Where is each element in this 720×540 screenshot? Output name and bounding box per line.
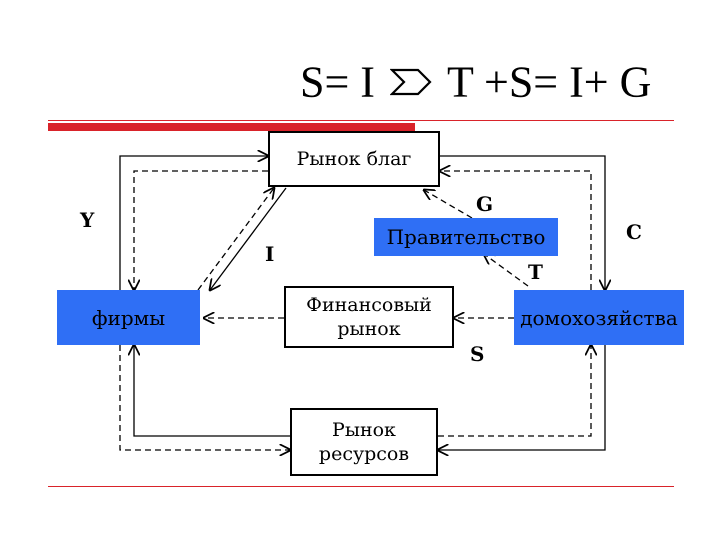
node-resource-market-line2: ресурсов <box>318 443 410 465</box>
label-G: G <box>476 192 494 216</box>
node-financial-market-line2: рынок <box>337 318 401 340</box>
node-resource-market-line1: Рынок <box>332 419 396 441</box>
equation-left: S= I <box>300 57 375 107</box>
title-divider-line <box>48 120 674 121</box>
arrow-goods-to-firms-inner <box>134 170 268 290</box>
node-government-label: Правительство <box>386 225 546 249</box>
arrow-goods-to-households-outer <box>440 155 605 290</box>
node-firms: фирмы <box>57 290 200 345</box>
sum-arrow-icon <box>389 68 432 96</box>
label-C: C <box>626 220 642 244</box>
node-households: домохозяйства <box>514 290 684 345</box>
node-resource-market: Рынок ресурсов <box>290 408 438 476</box>
label-S: S <box>470 342 485 366</box>
arrow-firms-to-goods-outer <box>119 156 268 290</box>
node-goods-market: Рынок благ <box>268 131 440 187</box>
node-government: Правительство <box>374 218 558 256</box>
arrow-resources-to-households <box>438 345 591 437</box>
equation-right: T +S= I+ G <box>446 57 652 107</box>
bottom-divider-line <box>48 486 674 487</box>
arrow-firms-to-resources <box>119 345 290 450</box>
arrow-households-to-government <box>484 254 529 287</box>
node-financial-market: Финансовый рынок <box>284 286 454 348</box>
equation-title: S= I T +S= I+ G <box>300 52 700 106</box>
node-firms-label: фирмы <box>91 305 166 330</box>
arrow-investment-diagonal-2 <box>210 187 287 290</box>
node-households-label: домохозяйства <box>520 305 678 330</box>
arrow-investment-diagonal-1 <box>197 188 274 291</box>
node-goods-market-label: Рынок благ <box>296 148 412 170</box>
arrow-households-to-resources <box>438 345 606 450</box>
arrow-government-to-goods <box>424 190 473 219</box>
label-T: T <box>528 260 543 284</box>
arrow-resources-to-firms <box>134 345 290 437</box>
label-I: I <box>265 242 275 266</box>
title-underline-bar <box>48 123 415 131</box>
label-Y: Y <box>80 208 95 232</box>
node-financial-market-line1: Финансовый <box>306 294 432 316</box>
